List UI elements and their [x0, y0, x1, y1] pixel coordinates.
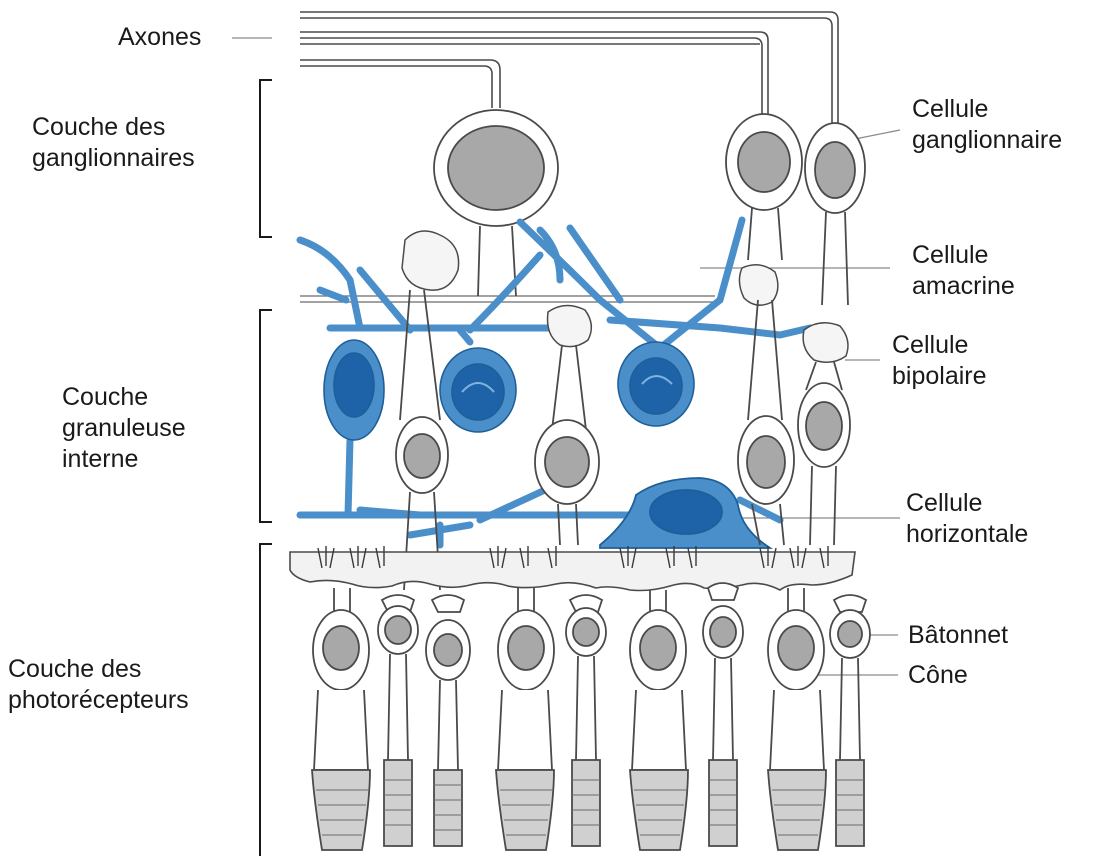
label-couche-ganglionnaires: Couche des ganglionnaires [32, 112, 195, 174]
label-axones: Axones [118, 22, 201, 53]
label-cellule-bipolaire: Cellule bipolaire [892, 330, 987, 392]
label-cellule-ganglionnaire-line2: ganglionnaire [912, 125, 1062, 156]
label-cellule-amacrine-line1: Cellule [912, 240, 1015, 271]
label-couche-ganglionnaires-line1: Couche des [32, 112, 195, 143]
label-cellule-bipolaire-line1: Cellule [892, 330, 987, 361]
label-couche-ganglionnaires-line2: ganglionnaires [32, 143, 195, 174]
label-cellule-bipolaire-line2: bipolaire [892, 361, 987, 392]
label-couche-photorecepteurs: Couche des photorécepteurs [8, 654, 189, 716]
bracket-icon [260, 80, 272, 856]
label-cellule-horizontale-line2: horizontale [906, 519, 1028, 550]
label-couche-photorecepteurs-line2: photorécepteurs [8, 685, 189, 716]
label-cellule-horizontale: Cellule horizontale [906, 488, 1028, 550]
label-couche-granuleuse-line1: Couche [62, 382, 186, 413]
label-couche-granuleuse: Couche granuleuse interne [62, 382, 186, 475]
amacrine-cell-icon [324, 340, 694, 440]
plexiform-lines [300, 296, 715, 302]
photoreceptor-terminals [290, 552, 855, 591]
label-cone: Cône [908, 660, 968, 691]
label-cellule-amacrine-line2: amacrine [912, 271, 1015, 302]
label-cellule-horizontale-line1: Cellule [906, 488, 1028, 519]
label-cellule-amacrine: Cellule amacrine [912, 240, 1015, 302]
ganglion-cell-icon [434, 110, 865, 305]
label-couche-granuleuse-line2: granuleuse [62, 413, 186, 444]
label-cellule-ganglionnaire: Cellule ganglionnaire [912, 94, 1062, 156]
label-batonnet: Bâtonnet [908, 620, 1008, 651]
label-cellule-ganglionnaire-line1: Cellule [912, 94, 1062, 125]
label-couche-photorecepteurs-line1: Couche des [8, 654, 189, 685]
label-couche-granuleuse-line3: interne [62, 444, 186, 475]
